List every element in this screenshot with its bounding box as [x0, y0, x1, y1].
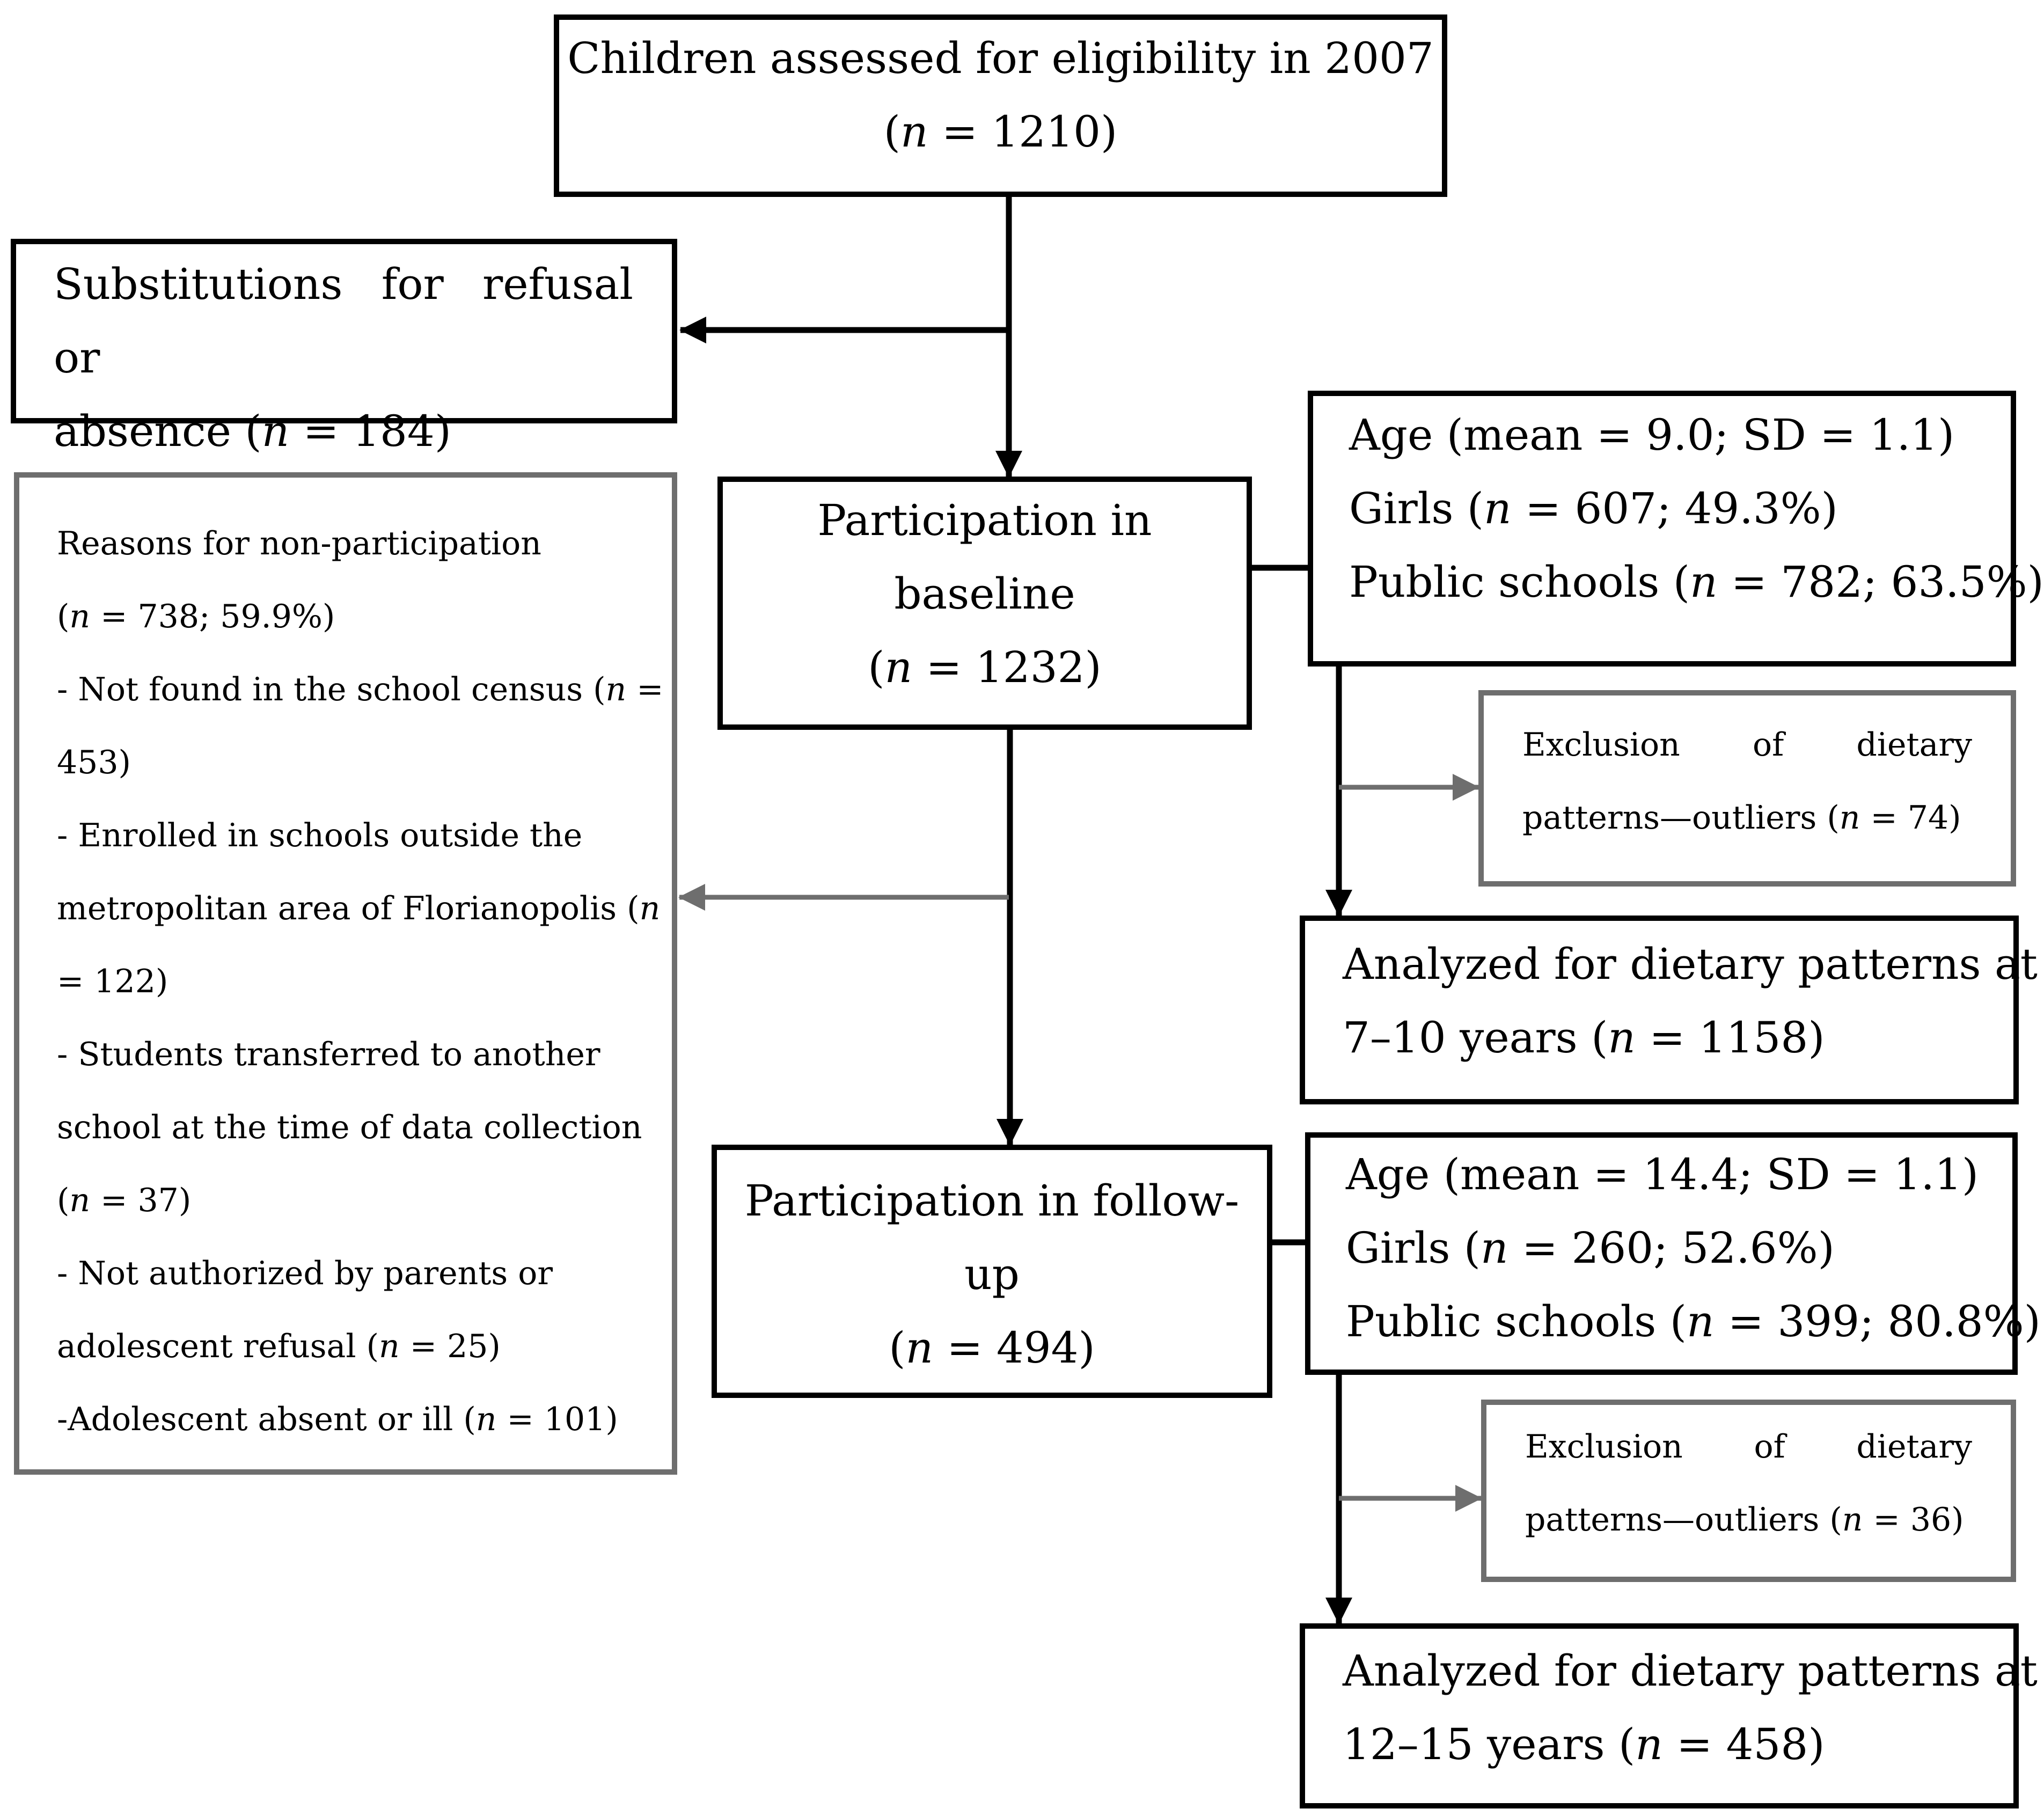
baseline-count: (n = 1232) — [868, 642, 1102, 692]
analyzed1-count: 7–10 years (n = 1158) — [1343, 1013, 1825, 1063]
baseline-title-line2: baseline — [894, 569, 1075, 619]
exclusion2-line1: Exclusion of dietary — [1525, 1428, 1972, 1466]
eligibility-box: Children assessed for eligibility in 200… — [554, 14, 1447, 197]
followup-title-line2: up — [964, 1249, 1020, 1299]
nonparticipation-line: - Enrolled in schools outside the — [57, 817, 583, 854]
nonparticipation-line: adolescent refusal (n = 25) — [57, 1328, 501, 1365]
nonparticipation-line: school at the time of data collection — [57, 1109, 642, 1146]
nonparticipation-line: metropolitan area of Florianopolis (n — [57, 890, 661, 927]
analyzed1-box: Analyzed for dietary patterns at 7–10 ye… — [1300, 916, 2038, 1104]
analyzed2-box: Analyzed for dietary patterns at 12–15 y… — [1300, 1623, 2038, 1808]
followup-girls: Girls (n = 260; 52.6%) — [1346, 1223, 1835, 1273]
exclusion2-count: patterns—outliers (n = 36) — [1525, 1501, 1964, 1539]
followup-count: (n = 494) — [889, 1323, 1095, 1373]
nonparticipation-box: Reasons for non-participation (n = 738; 5… — [14, 472, 677, 1475]
exclusion1-box: Exclusion of dietary patterns—outliers (… — [1478, 690, 2016, 887]
nonparticipation-line: -Adolescent absent or ill (n = 101) — [57, 1401, 618, 1438]
eligibility-title: Children assessed for eligibility in 200… — [567, 33, 1434, 83]
nonparticipation-line: 453) — [57, 744, 131, 781]
substitutions-line1: Substitutions for refusal or — [54, 259, 633, 383]
nonparticipation-line: (n = 738; 59.9%) — [57, 598, 335, 635]
nonparticipation-line: Reasons for non-participation — [57, 525, 541, 562]
baseline-girls: Girls (n = 607; 49.3%) — [1349, 484, 1838, 533]
exclusion2-box: Exclusion of dietary patterns—outliers (… — [1481, 1400, 2016, 1582]
nonparticipation-line: (n = 37) — [57, 1182, 192, 1219]
eligibility-count: (n = 1210) — [883, 107, 1118, 157]
baseline-age: Age (mean = 9.0; SD = 1.1) — [1349, 410, 1955, 460]
followup-public: Public schools (n = 399; 80.8%) — [1346, 1297, 2041, 1346]
followup-age: Age (mean = 14.4; SD = 1.1) — [1346, 1149, 1979, 1199]
analyzed2-line1: Analyzed for dietary patterns at — [1343, 1646, 2038, 1696]
analyzed1-line1: Analyzed for dietary patterns at — [1343, 939, 2038, 989]
exclusion1-line1: Exclusion of dietary — [1522, 726, 1972, 764]
nonparticipation-line: - Students transferred to another — [57, 1036, 600, 1073]
exclusion1-count: patterns—outliers (n = 74) — [1522, 799, 1961, 837]
baseline-stats-box: Age (mean = 9.0; SD = 1.1) Girls (n = 60… — [1308, 391, 2044, 667]
baseline-public: Public schools (n = 782; 63.5%) — [1349, 557, 2044, 607]
followup-box: Participation in follow- up (n = 494) — [712, 1145, 1272, 1398]
nonparticipation-list: Reasons for non-participation (n = 738; 5… — [57, 507, 664, 1456]
baseline-box: Participation in baseline (n = 1232) — [717, 477, 1252, 730]
substitutions-count: absence (n = 184) — [54, 406, 451, 456]
nonparticipation-line: - Not found in the school census (n = — [57, 671, 664, 708]
baseline-title-line1: Participation in — [817, 495, 1152, 545]
followup-stats-box: Age (mean = 14.4; SD = 1.1) Girls (n = 2… — [1305, 1132, 2041, 1375]
substitutions-box: Substitutions for refusal or absence (n … — [11, 239, 677, 456]
nonparticipation-line: = 122) — [57, 963, 168, 1000]
nonparticipation-line: - Not authorized by parents or — [57, 1255, 553, 1292]
followup-title-line1: Participation in follow- — [744, 1176, 1240, 1226]
analyzed2-count: 12–15 years (n = 458) — [1343, 1719, 1825, 1769]
